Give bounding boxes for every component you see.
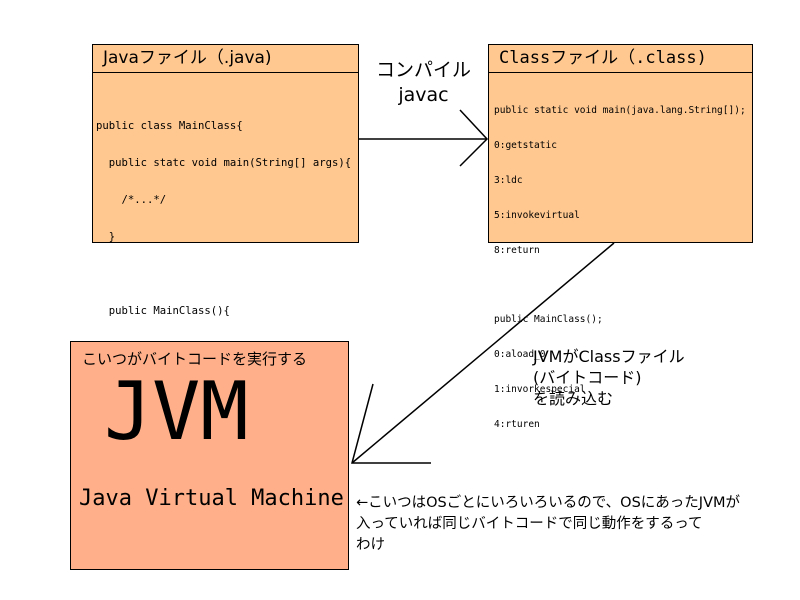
compile-label-line: javac	[398, 84, 449, 106]
code-line: public static void main(java.lang.String…	[494, 105, 746, 116]
code-line: 5:invokevirtual	[494, 209, 580, 221]
code-line: 4:rturen	[494, 419, 540, 431]
code-line: 0:aload_0	[494, 349, 546, 361]
compile-label: コンパイル javac	[376, 58, 471, 108]
code-line: public class MainClass{	[96, 120, 243, 132]
note-line: 入っていれば同じバイトコードで同じ動作をするって	[356, 516, 703, 532]
code-line: }	[96, 231, 116, 243]
load-label-line: (バイトコード)	[533, 368, 642, 387]
code-line: public MainClass(){	[96, 305, 230, 317]
jvm-caption: こいつがバイトコードを実行する	[82, 350, 308, 368]
load-arrow	[351, 242, 615, 464]
java-file-title: Javaファイル（.java)	[93, 45, 358, 73]
note-line: わけ	[356, 537, 385, 553]
code-line: public statc void main(String[] args){	[96, 157, 352, 169]
compile-label-line: コンパイル	[376, 59, 472, 81]
code-line: 1:invorkespecial	[494, 384, 586, 396]
code-line: public MainClass();	[494, 314, 603, 326]
code-line: 3:ldc	[494, 174, 523, 186]
class-file-box: Classファイル（.class) public static void mai…	[488, 44, 753, 430]
load-label-line: JVMがClassファイル	[533, 347, 685, 366]
jvm-full-name: Java Virtual Machine	[79, 486, 344, 511]
bytecode-listing: public static void main(java.lang.String…	[494, 83, 746, 454]
code-line: 8:return	[494, 244, 540, 256]
load-label-line: を読み込む	[533, 389, 614, 408]
class-file-title: Classファイル（.class)	[489, 45, 752, 73]
java-file-box: Javaファイル（.java) public class MainClass{ …	[92, 44, 359, 428]
compile-arrow	[359, 109, 489, 167]
code-line: /*...*/	[96, 194, 167, 206]
jvm-note: ←こいつはOSごとにいろいろいるので、OSにあったJVMが 入っていれば同じバイ…	[356, 493, 740, 556]
jvm-box: こいつがバイトコードを実行する JVM Java Virtual Machine	[70, 341, 349, 570]
load-label: JVMがClassファイル (バイトコード) を読み込む	[533, 346, 685, 409]
code-line: 0:getstatic	[494, 139, 557, 151]
jvm-heading: JVM	[104, 365, 249, 458]
java-source-code: public class MainClass{ public statc voi…	[96, 96, 351, 453]
note-line: ←こいつはOSごとにいろいろいるので、OSにあったJVMが	[356, 495, 741, 511]
